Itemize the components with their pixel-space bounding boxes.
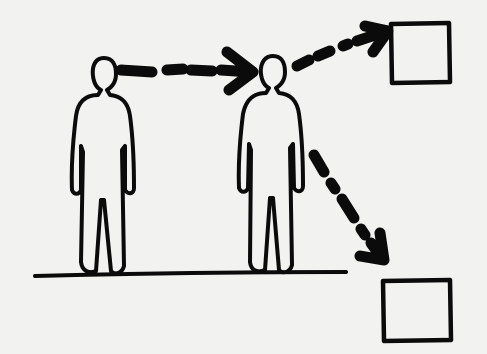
arrow-dash [361,229,365,235]
target-square-top [391,23,450,83]
intermediary-figure [239,56,303,272]
arrow-dash [331,183,335,189]
arrow-dash [121,70,152,72]
arrow-dash [191,70,212,71]
arrow-intermediary-to-bottom-square [314,155,384,260]
arrow-dash [167,69,183,70]
target-square-bottom [383,280,451,341]
arrow-dash [297,60,309,66]
arrow-dash [314,155,324,172]
observer-figure [72,58,134,273]
arrow-observer-to-intermediary [121,52,253,90]
arrow-dash [343,44,348,46]
observer-outline [72,58,134,273]
intermediary-outline [239,56,303,272]
arrow-dash [342,199,354,218]
arrow-dash [318,51,330,56]
arrow-intermediary-to-top-square [297,26,388,66]
ground-line [35,272,346,276]
